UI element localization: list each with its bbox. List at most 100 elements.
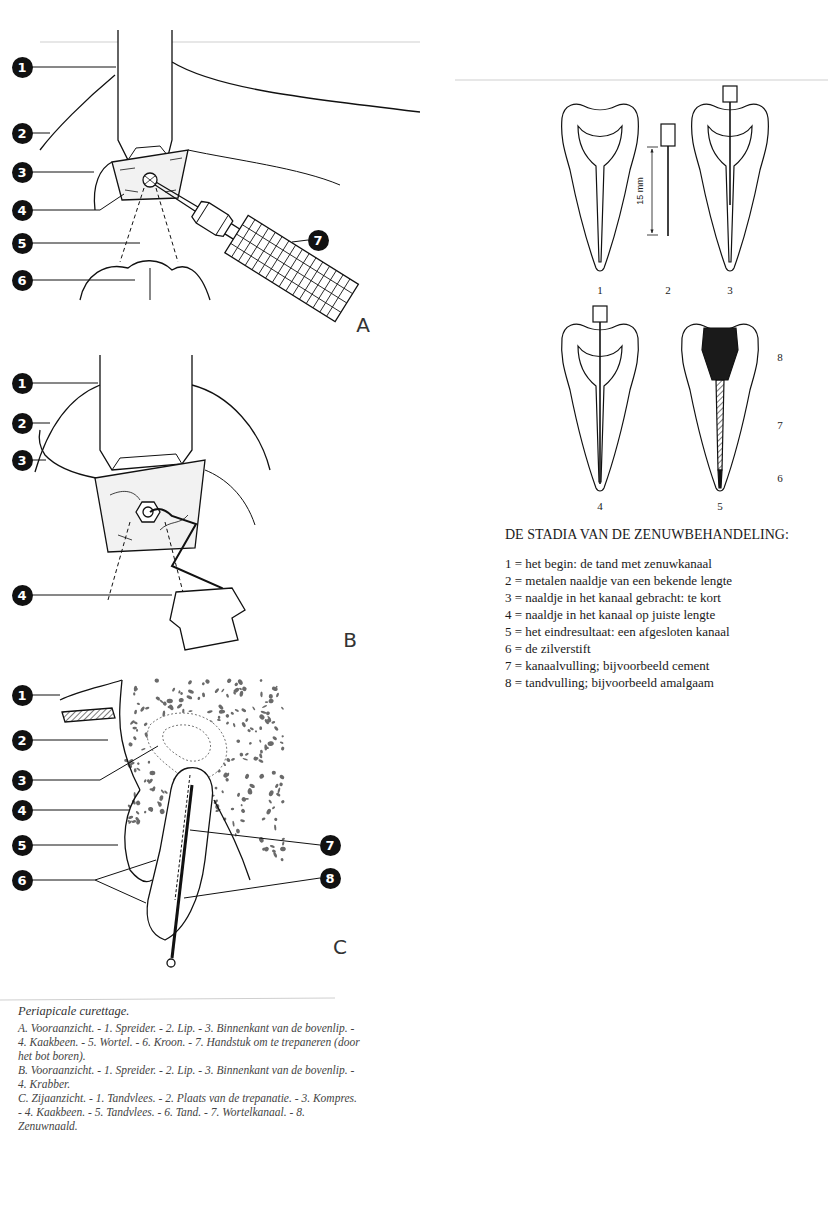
- projection-line: [120, 188, 178, 262]
- bone-speckle-dot: [233, 691, 237, 695]
- callout-number: 1: [12, 373, 33, 394]
- bone-speckle-dot: [237, 679, 244, 686]
- bone-speckle-dot: [240, 808, 246, 814]
- panel-c-drawing: [60, 680, 250, 967]
- bone-speckle-dot: [141, 748, 146, 751]
- bone-speckle-dot: [133, 686, 137, 692]
- callout-number: 3: [12, 162, 33, 183]
- leader-line: [32, 243, 140, 244]
- stages-item: 5 = het eindresultaat: een afgesloten ka…: [505, 624, 730, 640]
- caption-block: Periapicale curettage.A. Vooraanzicht. -…: [18, 1004, 363, 1133]
- bone-texture: [120, 158, 182, 192]
- part-number: 6: [777, 472, 783, 484]
- bone-speckle-dot: [166, 698, 173, 703]
- handpiece-head: [196, 203, 228, 236]
- needle: [667, 146, 669, 236]
- stage-number: 4: [597, 500, 603, 512]
- lip-outline: [35, 385, 100, 472]
- bone-speckle-dot: [258, 836, 264, 843]
- bone-speckle-dot: [201, 682, 205, 686]
- callout-number: 5: [12, 233, 33, 254]
- bone-speckle-dot: [261, 817, 266, 821]
- bone-speckle-dot: [136, 729, 138, 732]
- bone-speckle-dot: [205, 679, 211, 685]
- bone-speckle-dot: [221, 688, 225, 692]
- bone-speckle-dot: [135, 819, 141, 826]
- callout-text: 2: [17, 417, 26, 430]
- bone-speckle-dot: [267, 741, 274, 747]
- needle-handle: [723, 86, 737, 102]
- stage-number: 5: [717, 500, 723, 512]
- bone-speckle-dot: [135, 811, 140, 815]
- bone-speckle-dot: [281, 837, 285, 840]
- leader-line: [32, 460, 46, 461]
- bone-speckle-dot: [245, 752, 250, 756]
- callout-number: 5: [12, 835, 33, 856]
- leader-line: [32, 172, 94, 173]
- bone-speckle-dot: [282, 841, 285, 845]
- bone-speckle-dot: [226, 757, 231, 762]
- bone-speckle-dot: [266, 808, 272, 815]
- bone-speckle-dot: [187, 680, 192, 686]
- bone-speckle-dot: [273, 852, 278, 858]
- tooth-stage-3: [692, 86, 769, 271]
- bone-speckle-dot: [259, 739, 262, 743]
- callout-number: 6: [12, 870, 33, 891]
- bone-speckle-dot: [271, 721, 275, 724]
- bone-speckle-dot: [269, 844, 275, 848]
- bur: [143, 173, 157, 187]
- bone-speckle-dot: [267, 716, 271, 720]
- bone-speckle-dot: [263, 846, 269, 852]
- bone-speckle-dot: [226, 721, 230, 725]
- leader-line: [32, 423, 50, 424]
- rule-line: [0, 998, 335, 1000]
- bone-speckle-dot: [241, 721, 247, 727]
- gum-outline: [125, 790, 152, 882]
- bone-speckle-dot: [240, 804, 242, 807]
- trepanation-hole: [136, 502, 160, 522]
- nerve-needle: [172, 785, 192, 958]
- callout-number: 7: [320, 835, 341, 856]
- bone-speckle-dot: [274, 824, 277, 830]
- trepanation-edge: [120, 680, 140, 790]
- silver-point: [718, 470, 722, 488]
- bone-speckle-dot: [281, 799, 286, 803]
- callout-text: 6: [17, 274, 26, 287]
- bone-speckle-dot: [237, 792, 241, 797]
- bone-speckle-dot: [234, 682, 239, 687]
- bone-speckle-dot: [239, 752, 244, 757]
- stage-number: 2: [665, 284, 671, 296]
- bone-speckle-dot: [234, 708, 239, 712]
- tooth-outline: [682, 324, 759, 491]
- bone-speckle-dot: [248, 787, 252, 792]
- callout-number: 4: [12, 585, 33, 606]
- bone-speckle-dot: [249, 783, 256, 789]
- bone-speckle-dot: [129, 720, 135, 726]
- stages-item: 4 = naaldje in het kanaal op juiste leng…: [505, 607, 715, 623]
- callout-text: 1: [17, 689, 26, 702]
- bone-speckle-dot: [172, 687, 176, 692]
- bone-speckle-dot: [134, 768, 137, 772]
- bone-speckle-dot: [133, 736, 138, 741]
- bone-speckle-dot: [149, 788, 155, 791]
- tooth-stage-1: [562, 104, 639, 271]
- leader-line: [32, 194, 124, 210]
- bone-speckle-dot: [136, 767, 141, 771]
- callout-text: 5: [17, 839, 26, 852]
- bone-speckle-dot: [187, 689, 194, 694]
- bone-speckle-dot: [127, 819, 130, 822]
- bone-speckle-dot: [214, 688, 220, 694]
- measuring-needle: [647, 124, 675, 236]
- callout-text: 5: [17, 237, 26, 250]
- bone-speckle-dot: [249, 741, 253, 745]
- bone-speckle-dot: [143, 779, 147, 783]
- bone-speckle-dot: [253, 756, 258, 761]
- leader-line: [32, 695, 60, 696]
- leader-line: [32, 595, 172, 596]
- callout-number: 4: [12, 800, 33, 821]
- callout-number: 8: [320, 868, 341, 889]
- bone-speckle-dot: [133, 692, 135, 695]
- panel-letter: C: [333, 935, 347, 959]
- tooth-stage-5: [682, 324, 759, 491]
- bone-speckle-dot: [276, 692, 280, 697]
